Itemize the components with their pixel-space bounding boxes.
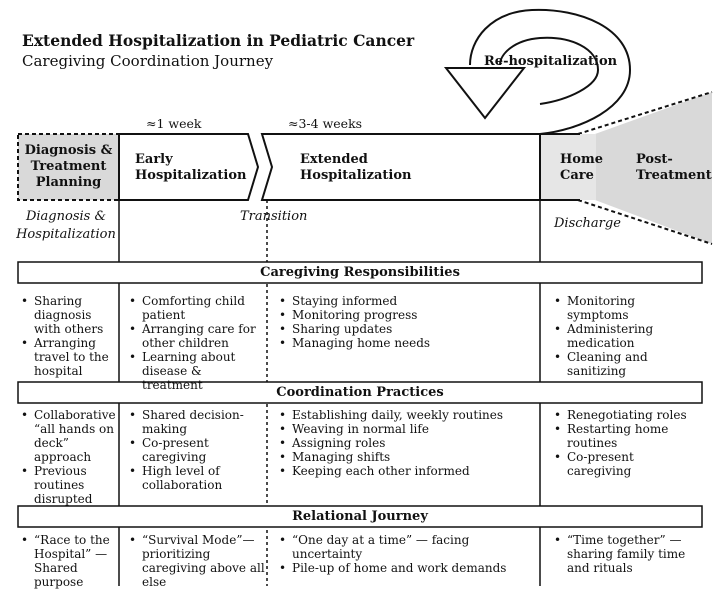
early-stage-label: Early Hospitalization xyxy=(135,152,247,183)
post-treatment-bottom-edge xyxy=(577,199,713,245)
responsibilities-band-box xyxy=(17,261,703,284)
transition-label: Transition xyxy=(240,209,308,224)
home-care-stage-label: Home Care xyxy=(560,152,603,183)
list-item: Comforting child patient xyxy=(128,294,265,322)
list-item: “Race to the Hospital” — Shared purpose xyxy=(20,533,118,589)
list-item: Staying informed xyxy=(278,294,533,308)
list-item: Shared decision-making xyxy=(128,408,265,436)
diagram-subtitle: Caregiving Coordination Journey xyxy=(22,52,274,70)
responsibilities-col-extended: Staying informed Monitoring progress Sha… xyxy=(278,294,533,350)
coordination-col-early: Shared decision-making Co-present caregi… xyxy=(128,408,265,492)
early-hospitalization-chevron xyxy=(118,133,260,201)
list-item: Pile-up of home and work demands xyxy=(278,561,533,575)
extended-stage-label: Extended Hospitalization xyxy=(300,152,412,183)
rehospitalization-label: Re-hospitalization xyxy=(484,54,618,69)
diagram-title: Extended Hospitalization in Pediatric Ca… xyxy=(22,31,415,50)
relational-band-label: Relational Journey xyxy=(292,509,428,524)
diagnosis-stage-label: Diagnosis & Treatment Planning xyxy=(24,143,113,190)
list-item: “One day at a time” — facing uncertainty xyxy=(278,533,533,561)
list-item: Establishing daily, weekly routines xyxy=(278,408,533,422)
list-item: “Survival Mode”—prioritizing caregiving … xyxy=(128,533,265,589)
list-item: Sharing updates xyxy=(278,322,533,336)
diagnosis-transition-label: Diagnosis & Hospitalization xyxy=(16,209,116,242)
list-item: Renegotiating roles xyxy=(553,408,698,422)
list-item: Collaborative “all hands on deck” approa… xyxy=(20,408,118,464)
coordination-col-home: Renegotiating roles Restarting home rout… xyxy=(553,408,698,478)
diagnosis-stage-box xyxy=(17,133,120,201)
list-item: Sharing diagnosis with others xyxy=(20,294,116,336)
coordination-col-extended: Establishing daily, weekly routines Weav… xyxy=(278,408,533,478)
coordination-band-label: Coordination Practices xyxy=(276,385,444,400)
list-item: Managing shifts xyxy=(278,450,533,464)
list-item: “Time together” — sharing family time an… xyxy=(553,533,693,575)
list-item: Cleaning and sanitizing xyxy=(553,350,693,378)
extended-hospitalization-chevron xyxy=(260,133,541,201)
list-item: Learning about disease & treatment xyxy=(128,350,265,392)
responsibilities-band-label: Caregiving Responsibilities xyxy=(260,265,460,280)
list-item: Keeping each other informed xyxy=(278,464,533,478)
post-treatment-stage-label: Post- Treatment xyxy=(636,152,712,183)
discharge-label: Discharge xyxy=(554,216,621,231)
coordination-col-diagnosis: Collaborative “all hands on deck” approa… xyxy=(20,408,118,506)
list-item: Managing home needs xyxy=(278,336,533,350)
list-item: Weaving in normal life xyxy=(278,422,533,436)
post-treatment-funnel xyxy=(595,92,712,244)
rehospitalization-arrow-head xyxy=(443,67,527,120)
rehospitalization-loop-inner xyxy=(499,36,600,105)
list-item: Co-present caregiving xyxy=(553,450,698,478)
responsibilities-col-diagnosis: Sharing diagnosis with others Arranging … xyxy=(20,294,116,378)
rehospitalization-loop xyxy=(469,8,632,135)
list-item: Arranging care for other children xyxy=(128,322,265,350)
responsibilities-col-early: Comforting child patient Arranging care … xyxy=(128,294,265,392)
list-item: Monitoring symptoms xyxy=(553,294,693,322)
list-item: Assigning roles xyxy=(278,436,533,450)
responsibilities-col-home: Monitoring symptoms Administering medica… xyxy=(553,294,693,378)
list-item: Previous routines disrupted xyxy=(20,464,118,506)
list-item: Administering medication xyxy=(553,322,693,350)
post-treatment-top-edge xyxy=(577,91,713,135)
relational-band-box xyxy=(17,505,703,528)
relational-col-extended: “One day at a time” — facing uncertainty… xyxy=(278,533,533,575)
home-care-shade xyxy=(540,134,596,200)
extended-duration: ≈3-4 weeks xyxy=(288,116,363,131)
relational-col-home: “Time together” — sharing family time an… xyxy=(553,533,693,575)
list-item: High level of collaboration xyxy=(128,464,265,492)
relational-col-early: “Survival Mode”—prioritizing caregiving … xyxy=(128,533,265,589)
list-item: Arranging travel to the hospital xyxy=(20,336,116,378)
relational-col-diagnosis: “Race to the Hospital” — Shared purpose xyxy=(20,533,118,589)
early-duration: ≈1 week xyxy=(146,116,202,131)
list-item: Monitoring progress xyxy=(278,308,533,322)
list-item: Restarting home routines xyxy=(553,422,698,450)
list-item: Co-present caregiving xyxy=(128,436,265,464)
